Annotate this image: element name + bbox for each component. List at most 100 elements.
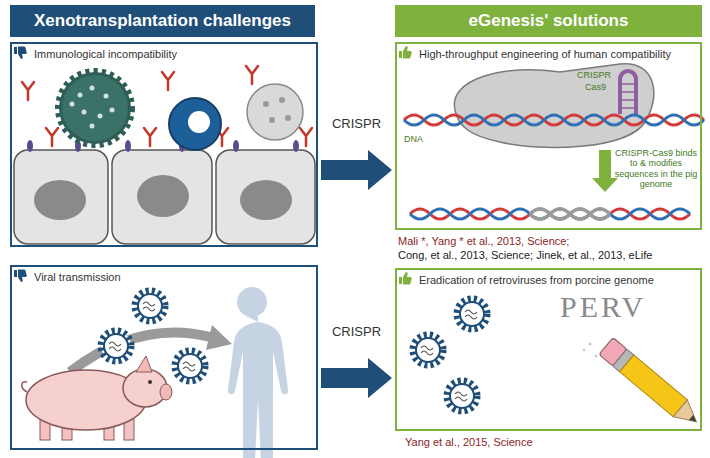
pencil-tip [673, 400, 703, 430]
pig-cell [216, 150, 315, 244]
guide-rna-bases [620, 84, 636, 108]
virus [175, 351, 205, 381]
callout-label: DNA [404, 134, 444, 144]
surface-antigens [27, 140, 299, 152]
citation: Cong, et al., 2013, Science; Jinek, et a… [398, 249, 708, 262]
granule [110, 108, 115, 113]
virus [457, 299, 487, 329]
virus-genome [465, 310, 477, 319]
eraser-crumbs [583, 343, 598, 358]
virus [413, 335, 443, 365]
granules [70, 86, 115, 129]
header-bar: Xenotransplantation challenges [10, 5, 315, 37]
human-figure [228, 287, 288, 458]
granule [279, 97, 285, 103]
macrophage [169, 98, 221, 150]
antibody [46, 128, 58, 146]
virus-spikes [447, 381, 477, 411]
thumbs-down-icon [14, 270, 27, 283]
virus-spikes [135, 291, 165, 321]
endothelial-cells [14, 150, 315, 244]
virus-spikes [457, 299, 487, 329]
erased-word: PERV [560, 290, 700, 325]
virus-genome [183, 362, 195, 371]
crumb [589, 343, 592, 346]
virus-genome [143, 302, 155, 311]
thumbs-up-icon [399, 46, 412, 59]
pig [22, 356, 172, 440]
antibody [300, 128, 312, 146]
pig-cell [112, 150, 212, 244]
dna-strand [404, 115, 704, 125]
dna-strand [410, 209, 690, 219]
solution-panel: Eradication of retroviruses from porcine… [395, 268, 702, 431]
lymphocyte [247, 84, 303, 140]
virus-capsid [416, 338, 440, 362]
virus-capsid [450, 384, 474, 408]
virus-spikes [101, 331, 131, 361]
antibody [246, 66, 258, 84]
edited-dna [530, 209, 610, 219]
block-arrow [321, 150, 392, 190]
down-arrow [592, 150, 618, 192]
header-bar: eGenesis' solutions [395, 5, 702, 37]
virus-genome [421, 346, 433, 355]
panel-heading: Eradication of retroviruses from porcine… [419, 274, 694, 286]
granule [82, 110, 87, 115]
dna-strand [410, 209, 690, 219]
granule [104, 94, 109, 99]
virus-capsid [178, 354, 202, 378]
thumbs-up-icon [399, 272, 412, 285]
granule [90, 124, 95, 129]
pig-tail [22, 382, 27, 392]
panel-heading: High-throughput engineering of human com… [419, 48, 694, 60]
granule [285, 115, 291, 121]
virus-capsid [138, 294, 162, 318]
virus-capsid [104, 334, 128, 358]
challenge-panel: Immunological incompatibility [10, 42, 318, 247]
header-title: eGenesis' solutions [469, 11, 629, 31]
antibody [144, 128, 156, 146]
crumb [583, 349, 585, 351]
thumbs-down-icon [14, 47, 27, 60]
virus [447, 381, 477, 411]
antigen [233, 140, 239, 152]
macrophage-nucleus [188, 111, 210, 133]
dna-strand [404, 115, 704, 125]
virus [135, 291, 165, 321]
granule [98, 114, 103, 119]
antibody [22, 82, 34, 100]
macrophage-body [169, 98, 221, 150]
granule [90, 86, 95, 91]
description-note: CRISPR-Cas9 binds to & modifies sequence… [614, 148, 698, 189]
lymphocyte-body [247, 84, 303, 140]
antibodies [22, 66, 312, 146]
callout-label: Cas9 [585, 82, 617, 92]
nk-cell-body [62, 75, 128, 141]
human-body [228, 316, 288, 458]
nk-cell [59, 72, 131, 144]
edited-dna [530, 209, 610, 219]
cas9-protein [454, 64, 653, 148]
challenge-panel: Viral transmission [10, 265, 318, 450]
virus [101, 331, 131, 361]
callout-label: CRISPR [577, 70, 617, 80]
pig-snout [160, 384, 172, 400]
guide-rna [620, 71, 636, 114]
block-arrow [321, 358, 392, 398]
crumb [595, 355, 598, 358]
antibody [162, 72, 174, 90]
nucleus [240, 180, 292, 220]
citation: Yang et al., 2015, Science [405, 436, 695, 449]
edge-label: CRISPR [330, 116, 383, 131]
virus-genome [109, 342, 121, 351]
virus-spikes [413, 335, 443, 365]
nucleus [34, 180, 86, 220]
virus-genome [455, 392, 467, 401]
granule [78, 93, 83, 98]
granule [269, 117, 275, 123]
pig-ear [136, 356, 152, 372]
panel-heading: Immunological incompatibility [34, 48, 310, 60]
nucleus [137, 175, 189, 217]
graphite [689, 415, 699, 425]
